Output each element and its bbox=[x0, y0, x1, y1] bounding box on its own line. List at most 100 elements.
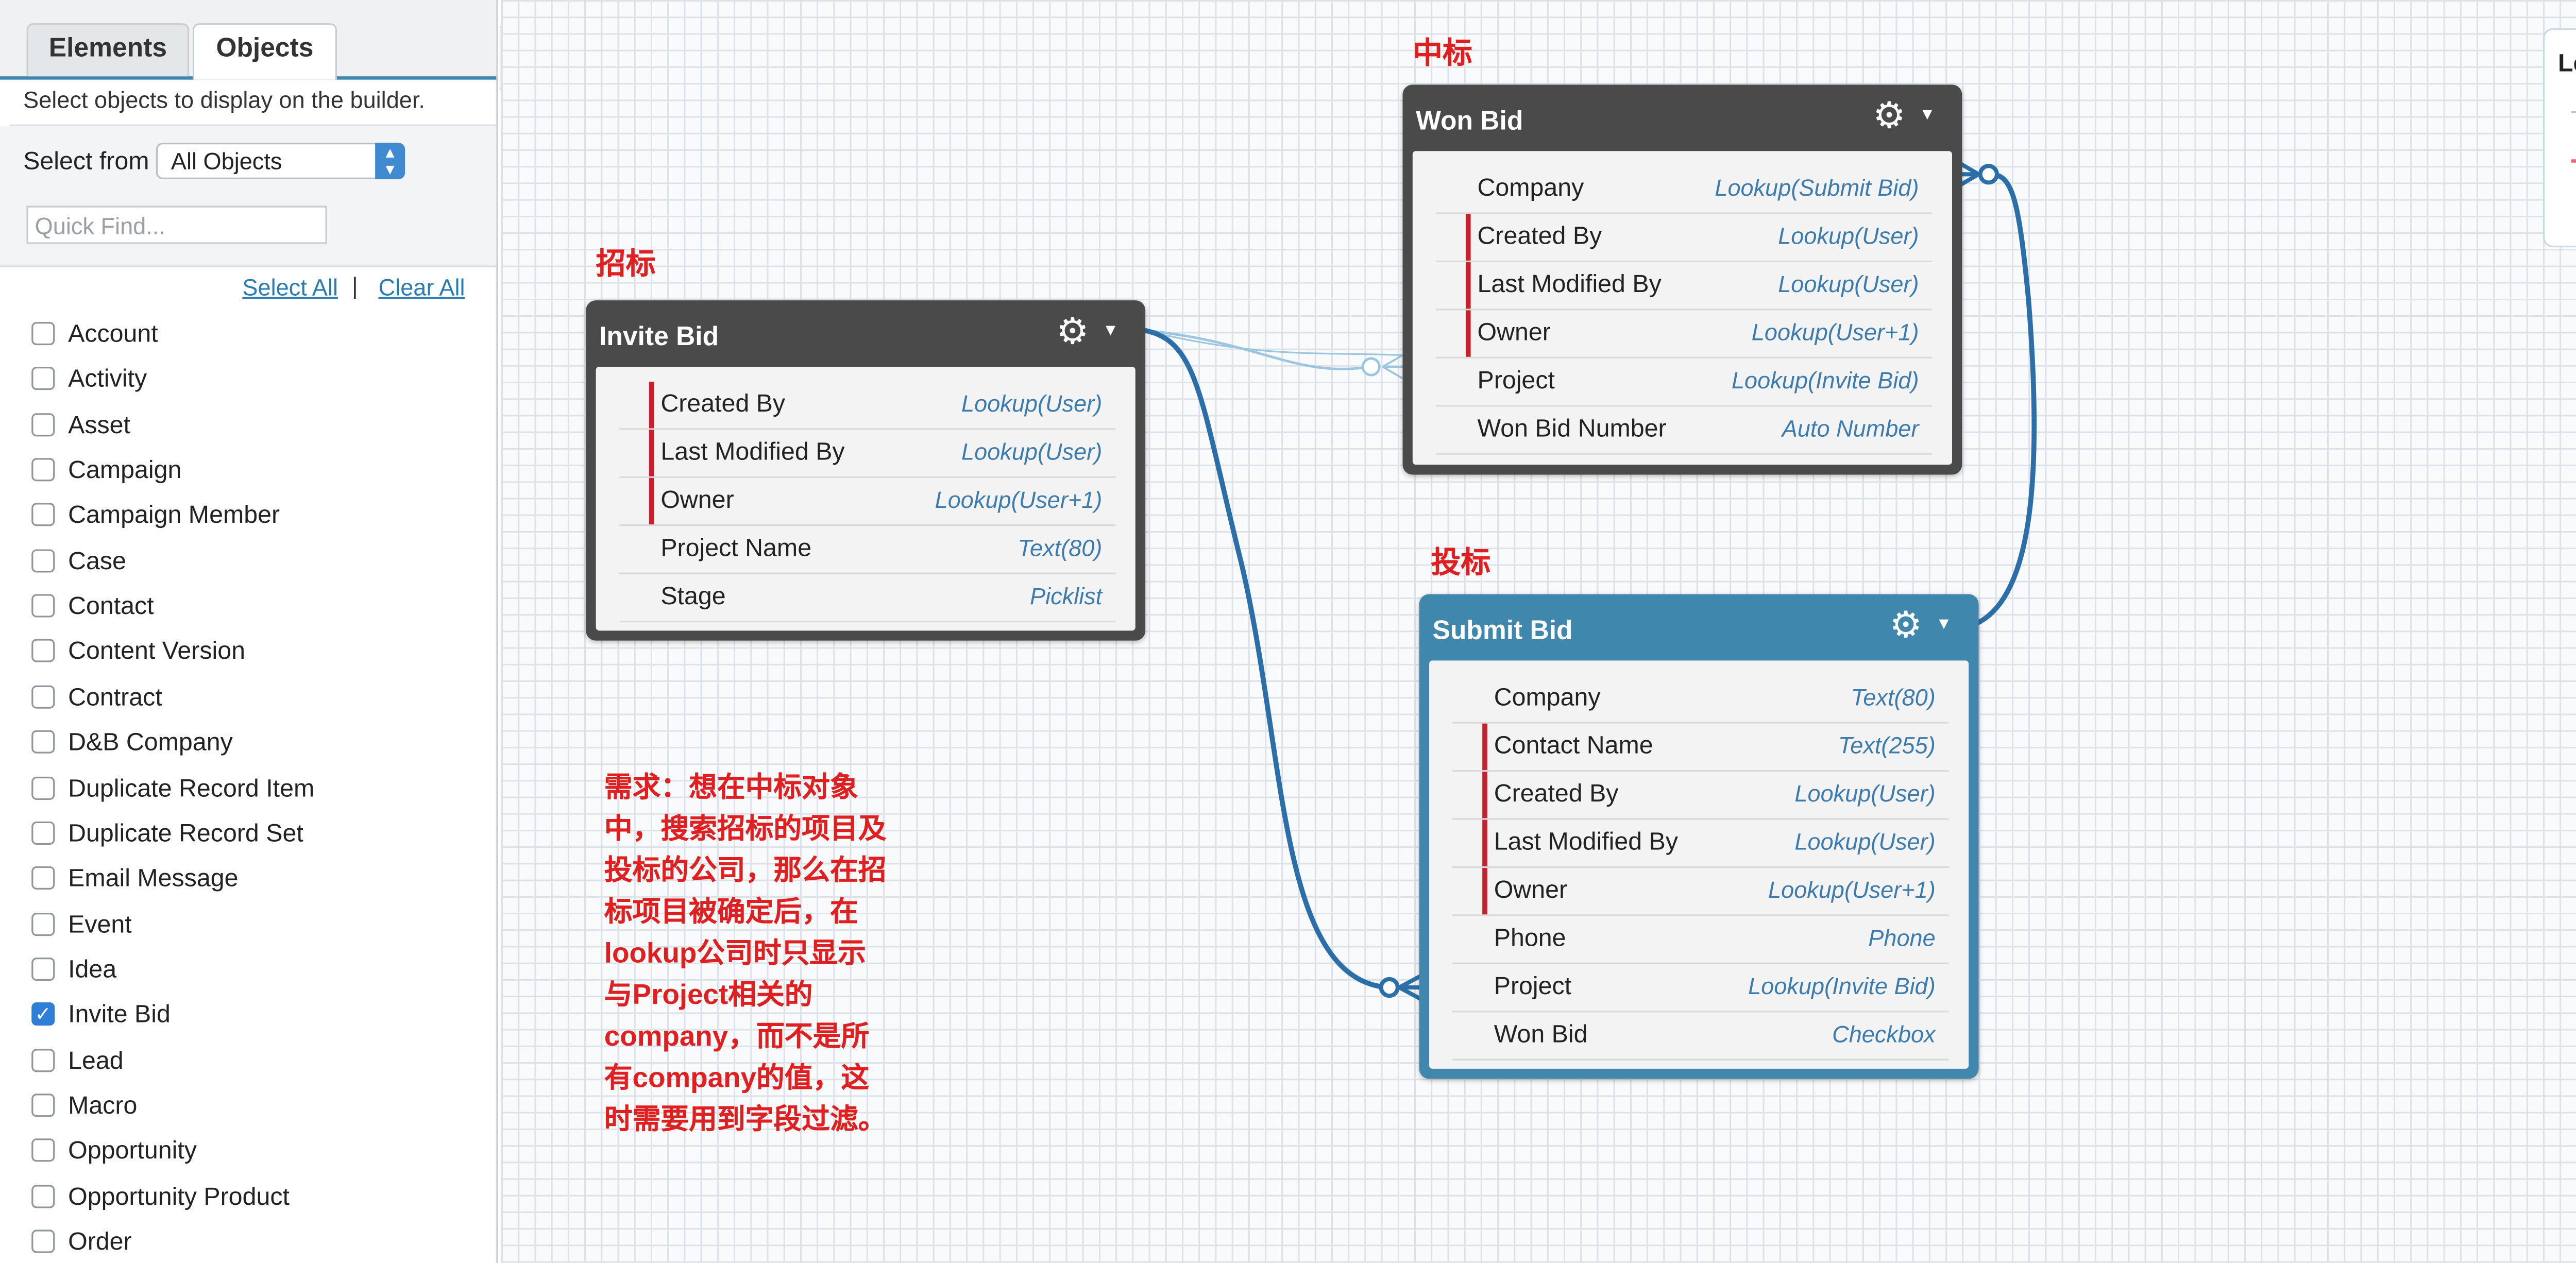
tab-elements[interactable]: Elements bbox=[26, 23, 190, 77]
link-endpoint-circle-1 bbox=[1361, 357, 1381, 377]
gear-icon[interactable]: ⚙ bbox=[1873, 94, 1906, 136]
object-list-item[interactable]: Campaign bbox=[0, 448, 496, 493]
object-list-item[interactable]: Activity bbox=[0, 357, 496, 402]
object-list-item[interactable]: Campaign Member bbox=[0, 493, 496, 538]
updown-arrows-icon[interactable]: ▲▼ bbox=[375, 143, 405, 179]
field-type: Text(80) bbox=[1851, 684, 1936, 710]
object-list-item[interactable]: ✓Invite Bid bbox=[0, 993, 496, 1038]
checkbox[interactable] bbox=[31, 866, 55, 890]
checkbox[interactable] bbox=[31, 458, 55, 482]
checkbox[interactable] bbox=[31, 957, 55, 981]
object-label: Account bbox=[68, 320, 158, 349]
select-from-value: All Objects bbox=[171, 147, 282, 175]
checkbox[interactable] bbox=[31, 367, 55, 391]
object-list-item[interactable]: Idea bbox=[0, 947, 496, 992]
checkbox[interactable] bbox=[31, 776, 55, 799]
clear-all-link[interactable]: Clear All bbox=[378, 274, 465, 301]
object-list-item[interactable]: Account bbox=[0, 312, 496, 357]
chevron-down-icon[interactable]: ▼ bbox=[1919, 106, 1936, 125]
field-name: Created By bbox=[660, 390, 786, 418]
card-title: Invite Bid bbox=[599, 323, 719, 352]
checkbox[interactable] bbox=[31, 503, 55, 527]
field-type: Checkbox bbox=[1832, 1020, 1936, 1048]
select-all-link[interactable]: Select All bbox=[242, 274, 338, 301]
object-label: Email Message bbox=[68, 865, 239, 893]
card-header[interactable]: Invite Bid ⚙ ▼ bbox=[592, 307, 1139, 367]
checkbox[interactable] bbox=[31, 1184, 55, 1208]
checkbox[interactable] bbox=[31, 730, 55, 754]
card-title: Won Bid bbox=[1416, 108, 1523, 136]
object-card-invite-bid[interactable]: Invite Bid ⚙ ▼ Created By Lookup(User) Las… bbox=[586, 300, 1146, 641]
quick-find-input[interactable] bbox=[26, 206, 327, 244]
card-header[interactable]: Won Bid ⚙ ▼ bbox=[1409, 91, 1955, 151]
field-type: Lookup(Invite Bid) bbox=[1748, 972, 1936, 999]
object-list-item[interactable]: Asset bbox=[0, 403, 496, 448]
object-list-item[interactable]: Order bbox=[0, 1220, 496, 1263]
field-name: Company bbox=[1477, 174, 1584, 203]
object-list-item[interactable]: D&B Company bbox=[0, 721, 496, 765]
checkbox[interactable] bbox=[31, 549, 55, 572]
tab-objects[interactable]: Objects bbox=[192, 23, 337, 80]
object-list-item[interactable]: Contract bbox=[0, 675, 496, 720]
field-type: Lookup(User) bbox=[961, 390, 1103, 417]
checkbox[interactable] bbox=[31, 1048, 55, 1072]
checkbox[interactable] bbox=[31, 594, 55, 618]
field-row[interactable]: Created By Lookup(User) bbox=[619, 380, 1116, 430]
object-label: Contract bbox=[68, 683, 162, 712]
checkbox[interactable] bbox=[31, 413, 55, 436]
checkbox[interactable] bbox=[31, 639, 55, 663]
checkbox[interactable] bbox=[31, 322, 55, 346]
object-list-item[interactable]: Case bbox=[0, 539, 496, 584]
chevron-down-icon[interactable]: ▼ bbox=[1102, 322, 1119, 340]
checkbox[interactable] bbox=[31, 1139, 55, 1163]
object-list-item[interactable]: Lead bbox=[0, 1038, 496, 1083]
divider bbox=[10, 124, 497, 126]
object-label: Duplicate Record Set bbox=[68, 820, 303, 848]
checkbox[interactable] bbox=[31, 685, 55, 709]
object-list-item[interactable]: Content Version bbox=[0, 630, 496, 675]
checkbox[interactable] bbox=[31, 912, 55, 935]
legend-panel: Lege bbox=[2543, 28, 2576, 248]
object-list-item[interactable]: Opportunity bbox=[0, 1129, 496, 1174]
gear-icon[interactable]: ⚙ bbox=[1056, 310, 1089, 352]
checkbox[interactable] bbox=[31, 821, 55, 845]
checkbox-checked[interactable]: ✓ bbox=[31, 1002, 55, 1026]
select-from-dropdown[interactable]: All Objects ▲▼ bbox=[156, 143, 405, 179]
object-list-item[interactable]: Contact bbox=[0, 584, 496, 629]
object-list-item[interactable]: Opportunity Product bbox=[0, 1174, 496, 1219]
object-label: Macro bbox=[68, 1091, 138, 1120]
card-header[interactable]: Submit Bid ⚙ ▼ bbox=[1426, 601, 1972, 660]
field-name: Won Bid Number bbox=[1477, 415, 1667, 443]
object-list-item[interactable]: Macro bbox=[0, 1084, 496, 1129]
checkbox[interactable] bbox=[31, 1230, 55, 1253]
gear-icon[interactable]: ⚙ bbox=[1889, 604, 1922, 646]
object-list-item[interactable]: Duplicate Record Item bbox=[0, 766, 496, 811]
checkbox[interactable] bbox=[31, 1094, 55, 1117]
object-list-item[interactable]: Email Message bbox=[0, 857, 496, 901]
link-endpoint-circle-2 bbox=[1379, 977, 1400, 998]
object-list-item[interactable]: Duplicate Record Set bbox=[0, 811, 496, 856]
object-list-item[interactable]: Event bbox=[0, 902, 496, 947]
field-type: Lookup(User+1) bbox=[1751, 318, 1919, 346]
chevron-down-icon[interactable]: ▼ bbox=[1936, 616, 1952, 634]
